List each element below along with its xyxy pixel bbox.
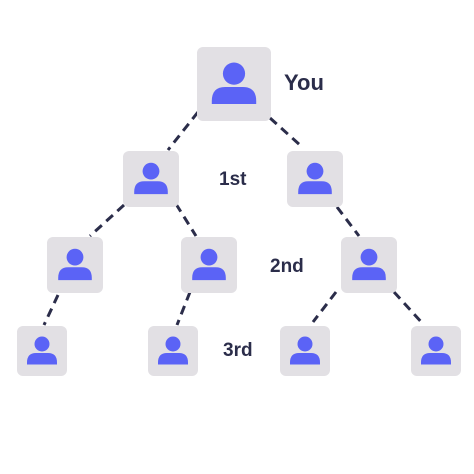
node-1st-right	[287, 151, 343, 207]
person-icon	[352, 248, 386, 281]
node-1st-left	[123, 151, 179, 207]
person-icon	[421, 336, 451, 365]
person-icon	[58, 248, 92, 281]
person-icon	[27, 336, 57, 365]
node-2nd-left	[47, 237, 103, 293]
node-3rd-2	[148, 326, 198, 376]
connector-2nd-right-to-3rd-right	[392, 290, 426, 327]
connector-2nd-right-to-3rd-left	[311, 291, 338, 323]
person-icon	[134, 162, 168, 195]
person-icon	[298, 162, 332, 195]
node-3rd-1	[17, 326, 67, 376]
person-icon	[211, 62, 257, 104]
connector-2nd-middle-to-3rd	[175, 291, 192, 326]
label-3rd-degree: 3rd	[223, 340, 253, 361]
connector-1st-right-to-2nd-right	[335, 206, 361, 237]
person-icon	[290, 336, 320, 365]
node-2nd-middle	[181, 237, 237, 293]
node-3rd-4	[411, 326, 461, 376]
node-3rd-3	[280, 326, 330, 376]
label-1st-degree: 1st	[219, 169, 247, 190]
connector-1st-left-to-2nd-left	[88, 203, 126, 238]
person-icon	[158, 336, 188, 365]
node-you	[197, 47, 271, 121]
person-icon	[192, 248, 226, 281]
connector-you-to-1st-right	[268, 116, 302, 147]
label-you: You	[284, 70, 324, 95]
node-2nd-right	[341, 237, 397, 293]
connector-1st-left-to-2nd-middle	[174, 203, 198, 237]
connector-2nd-left-to-3rd	[42, 294, 60, 326]
connector-you-to-1st-left	[166, 111, 200, 151]
label-2nd-degree: 2nd	[270, 256, 304, 277]
